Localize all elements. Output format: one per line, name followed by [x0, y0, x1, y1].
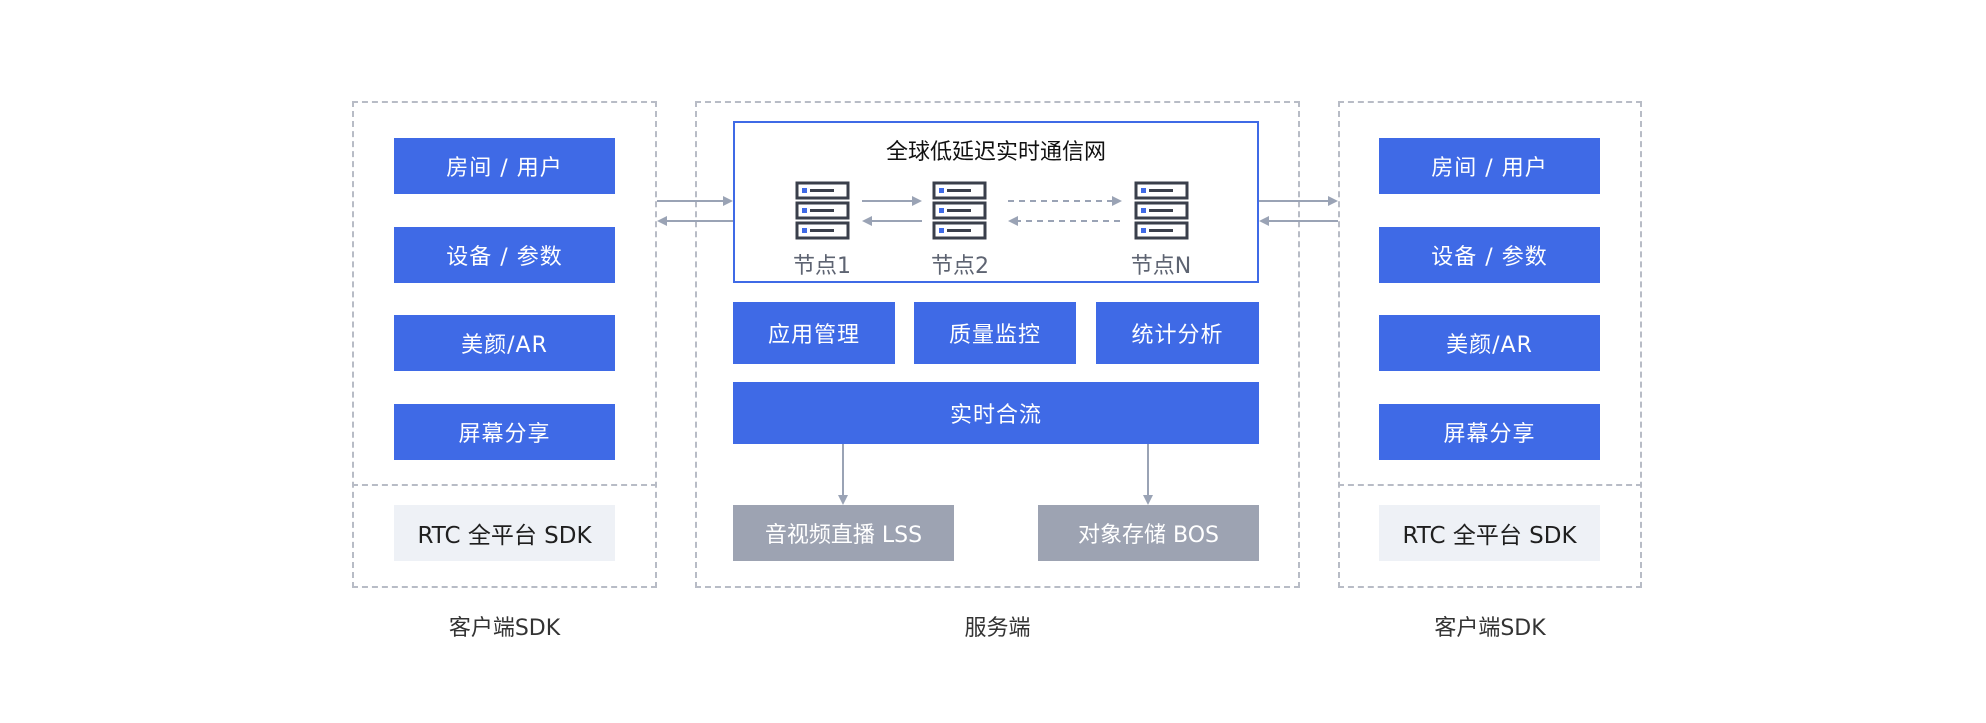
- service-quality-monitor[interactable]: 质量监控: [914, 302, 1076, 364]
- server-rack-icon: [1134, 181, 1189, 240]
- node-n-label: 节点N: [1130, 254, 1192, 279]
- server-rack-icon: [795, 181, 850, 240]
- right-module-room-user[interactable]: 房间 / 用户: [1379, 138, 1600, 194]
- server-caption: 服务端: [964, 616, 1031, 641]
- server-panel: [695, 101, 1300, 588]
- left-rtc-sdk[interactable]: RTC 全平台 SDK: [394, 505, 615, 561]
- left-module-screen-share[interactable]: 屏幕分享: [394, 404, 615, 460]
- realtime-merge[interactable]: 实时合流: [733, 382, 1259, 444]
- right-client-caption: 客户端SDK: [1434, 616, 1546, 641]
- right-module-screen-share[interactable]: 屏幕分享: [1379, 404, 1600, 460]
- output-storage-bos[interactable]: 对象存储 BOS: [1038, 505, 1259, 561]
- right-rtc-sdk[interactable]: RTC 全平台 SDK: [1379, 505, 1600, 561]
- left-client-caption: 客户端SDK: [448, 616, 561, 641]
- right-client-divider: [1338, 484, 1642, 486]
- left-module-room-user[interactable]: 房间 / 用户: [394, 138, 615, 194]
- server-rack-icon: [932, 181, 987, 240]
- output-live-lss[interactable]: 音视频直播 LSS: [733, 505, 954, 561]
- node-2-label: 节点2: [931, 254, 989, 279]
- right-module-beauty-ar[interactable]: 美颜/AR: [1379, 315, 1600, 371]
- service-statistics[interactable]: 统计分析: [1096, 302, 1259, 364]
- global-network-title: 全球低延迟实时通信网: [885, 140, 1106, 165]
- right-module-device-params[interactable]: 设备 / 参数: [1379, 227, 1600, 283]
- left-module-beauty-ar[interactable]: 美颜/AR: [394, 315, 615, 371]
- right-client-panel: [1338, 101, 1642, 588]
- node-1-label: 节点1: [793, 254, 851, 279]
- left-client-divider: [352, 484, 657, 486]
- left-client-panel: [352, 101, 657, 588]
- service-app-management[interactable]: 应用管理: [733, 302, 895, 364]
- left-module-device-params[interactable]: 设备 / 参数: [394, 227, 615, 283]
